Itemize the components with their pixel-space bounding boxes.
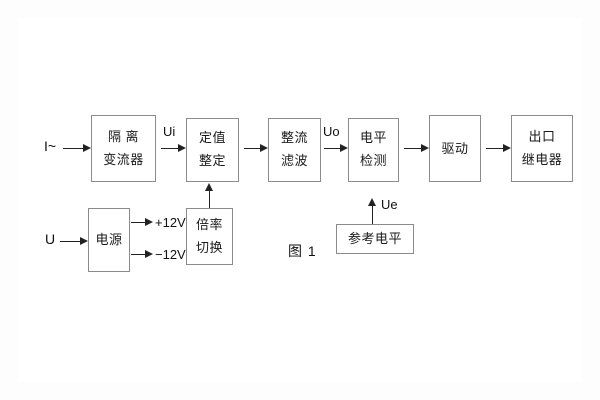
block-setting-line-2: 整定 [198, 153, 226, 168]
connector-voltage-to-power [60, 241, 80, 242]
block-output-relay-line-2: 继电器 [521, 151, 563, 167]
connector-drive-to-output [486, 148, 503, 149]
input-label-current: I~ [44, 138, 57, 154]
signal-label-ui: Ui [163, 124, 176, 139]
connector-power-pos-rail [131, 222, 145, 223]
figure-caption: 图 1 [288, 243, 317, 259]
block-rectify-filter-line-2: 滤波 [280, 153, 308, 168]
arrowhead-level-to-drive [421, 144, 429, 152]
signal-label-supply-pos: +12V [155, 215, 186, 230]
arrowhead-drive-to-output [503, 144, 511, 152]
arrowhead-setting-to-rectify [260, 144, 268, 152]
block-power-supply-line-1: 电源 [95, 232, 123, 248]
block-output-relay-line-1: 出口 [528, 128, 556, 144]
connector-current-to-isolation [63, 148, 83, 149]
block-setting-line-1: 定值 [198, 130, 226, 146]
block-reference-level-line-1: 参考电平 [347, 231, 402, 247]
connector-power-neg-rail [131, 254, 145, 255]
block-isolation-ct-line-2: 变流器 [103, 151, 144, 167]
arrowhead-rectify-to-level [340, 144, 348, 152]
block-rectify-filter[interactable]: 整流 滤波 [268, 118, 321, 182]
block-level-detect[interactable]: 电平 检测 [348, 118, 399, 182]
connector-rectify-to-level [324, 148, 340, 149]
arrowhead-reference-to-level [368, 198, 376, 206]
block-reference-level[interactable]: 参考电平 [336, 224, 414, 254]
arrowhead-power-neg-rail [145, 250, 153, 258]
connector-level-to-drive [404, 148, 421, 149]
block-output-relay[interactable]: 出口 继电器 [511, 115, 573, 182]
block-isolation-ct-line-1: 隔 离 [107, 128, 140, 144]
block-setting[interactable]: 定值 整定 [186, 118, 239, 182]
arrowhead-power-pos-rail [145, 218, 153, 226]
connector-setting-to-rectify [244, 148, 260, 149]
block-ratio-switch-line-1: 倍率 [195, 216, 223, 232]
signal-label-ue: Ue [381, 197, 398, 212]
block-level-detect-line-1: 电平 [359, 130, 387, 146]
connector-ratio-to-setting [209, 190, 210, 208]
block-ratio-switch-line-2: 切换 [195, 239, 223, 255]
block-ratio-switch[interactable]: 倍率 切换 [186, 208, 233, 265]
arrowhead-voltage-to-power [80, 237, 88, 245]
block-isolation-ct[interactable]: 隔 离 变流器 [91, 115, 156, 182]
block-rectify-filter-line-1: 整流 [280, 130, 308, 146]
arrowhead-isolation-to-setting [178, 144, 186, 152]
block-level-detect-line-2: 检测 [359, 153, 387, 168]
signal-label-supply-neg: −12V [155, 247, 186, 262]
arrowhead-current-to-isolation [83, 144, 91, 152]
connector-reference-to-level [372, 205, 373, 224]
block-drive[interactable]: 驱动 [429, 115, 481, 182]
figure-plate [18, 18, 582, 382]
block-power-supply[interactable]: 电源 [88, 208, 130, 272]
arrowhead-ratio-to-setting [205, 183, 213, 191]
block-drive-line-1: 驱动 [441, 140, 469, 156]
connector-isolation-to-setting [161, 148, 178, 149]
input-label-voltage: U [45, 231, 56, 247]
signal-label-uo: Uo [323, 124, 340, 139]
